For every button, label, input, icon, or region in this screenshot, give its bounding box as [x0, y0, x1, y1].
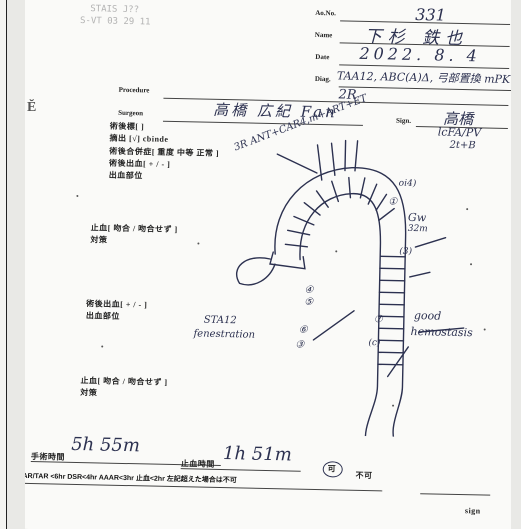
- diag-line: [339, 86, 511, 91]
- hemo-time-value: 1h 51m: [223, 443, 292, 465]
- good-note: good: [414, 309, 442, 323]
- diagram-label-3: (3): [399, 247, 412, 257]
- procedure-label: Procedure: [119, 86, 150, 95]
- date-label: Date: [315, 53, 329, 61]
- annotation-arrow: [388, 346, 409, 376]
- gw-note: Gw: [408, 211, 426, 224]
- dot: [76, 195, 78, 197]
- outer-arch-line: [271, 166, 407, 439]
- form-item-3: 術後合併症[ 重度 中等 正常 ]: [109, 146, 219, 159]
- sign-label: Sign.: [396, 117, 411, 125]
- form-item-1: 術後標[ ]: [110, 121, 145, 133]
- diagram-circle-7: ⑦: [374, 314, 383, 325]
- faint-text-1: STAIS J??: [90, 4, 139, 15]
- diagram-circle-5: ⑤: [304, 297, 313, 308]
- proximal-loop: [236, 257, 275, 285]
- faint-text-2: S-VT 03 29 11: [80, 16, 151, 27]
- annotation-arrow: [410, 272, 430, 277]
- control-field-3-sub: 対策: [80, 387, 97, 398]
- diagram-circle-8: ③: [295, 340, 304, 351]
- name-label: Name: [315, 31, 333, 39]
- ano-value: 331: [415, 5, 446, 25]
- hemostasis-note: hemostasis: [410, 325, 472, 339]
- bleeding-field-2: 術後出血[ + / - ]: [86, 298, 147, 310]
- branch-vessel-2: [345, 141, 358, 171]
- form-item-4: 術後出血[ + / - ]: [109, 158, 170, 170]
- op-time-value: 5h 55m: [71, 434, 140, 456]
- left-margin-char: Ĕ: [27, 100, 36, 116]
- annotation-arrow: [277, 154, 317, 173]
- zen-note: 32m: [408, 224, 428, 234]
- diag-label: Diag.: [315, 75, 331, 83]
- sign-footer-label: sign: [465, 506, 481, 515]
- ok-label: 可: [328, 463, 337, 474]
- inner-arch-line: [296, 193, 382, 440]
- annotation-arrow: [415, 237, 445, 248]
- sign-footer-line: [420, 493, 490, 495]
- ica-pv-note: lcFA/PV: [438, 125, 482, 139]
- form-item-2: 摘出 [√] cbinde: [109, 133, 168, 145]
- descending-graft-ridges: [378, 256, 405, 364]
- diagram-circle-2: ①: [388, 196, 397, 207]
- diagram-circle-4: ④: [304, 285, 313, 296]
- document-photo: STAIS J?? S-VT 03 29 11 Ao.No. 331 Name …: [25, 0, 511, 529]
- control-field-1: 止血[ 吻合 / 吻合せず ]: [91, 222, 178, 235]
- diagram-label-1: oi4): [399, 179, 417, 189]
- diagram-label-c: (c): [368, 338, 380, 348]
- photo-frame: STAIS J?? S-VT 03 29 11 Ao.No. 331 Name …: [6, 0, 521, 529]
- aorta-sketch: [211, 133, 511, 439]
- diag-value: TAA12, ABC(A)Δ, 弓部置換 mPK: [337, 67, 511, 87]
- ano-label: Ao.No.: [315, 9, 336, 17]
- not-ok-label: 不可: [355, 470, 372, 481]
- surgical-record-sheet: STAIS J?? S-VT 03 29 11 Ao.No. 331 Name …: [25, 0, 511, 529]
- dot: [101, 345, 103, 347]
- surgeon-label: Surgeon: [118, 109, 143, 118]
- bleeding-field-2-sub: 出血部位: [86, 310, 120, 322]
- fenestration-note: fenestration: [193, 328, 255, 340]
- control-field-3: 止血[ 吻合 / 吻合せず ]: [80, 375, 167, 388]
- dot: [197, 242, 199, 244]
- hb-note: 2t+B: [449, 140, 475, 152]
- form-item-5: 出血部位: [109, 170, 143, 182]
- stab-note: STA12: [204, 315, 237, 327]
- annotation-arrow: [313, 310, 354, 341]
- date-value: 2022. 8. 4: [359, 44, 481, 66]
- diagram-circle-6: ⑥: [299, 325, 308, 336]
- control-field-1-sub: 対策: [90, 234, 107, 245]
- hemo-time-line: [181, 468, 301, 472]
